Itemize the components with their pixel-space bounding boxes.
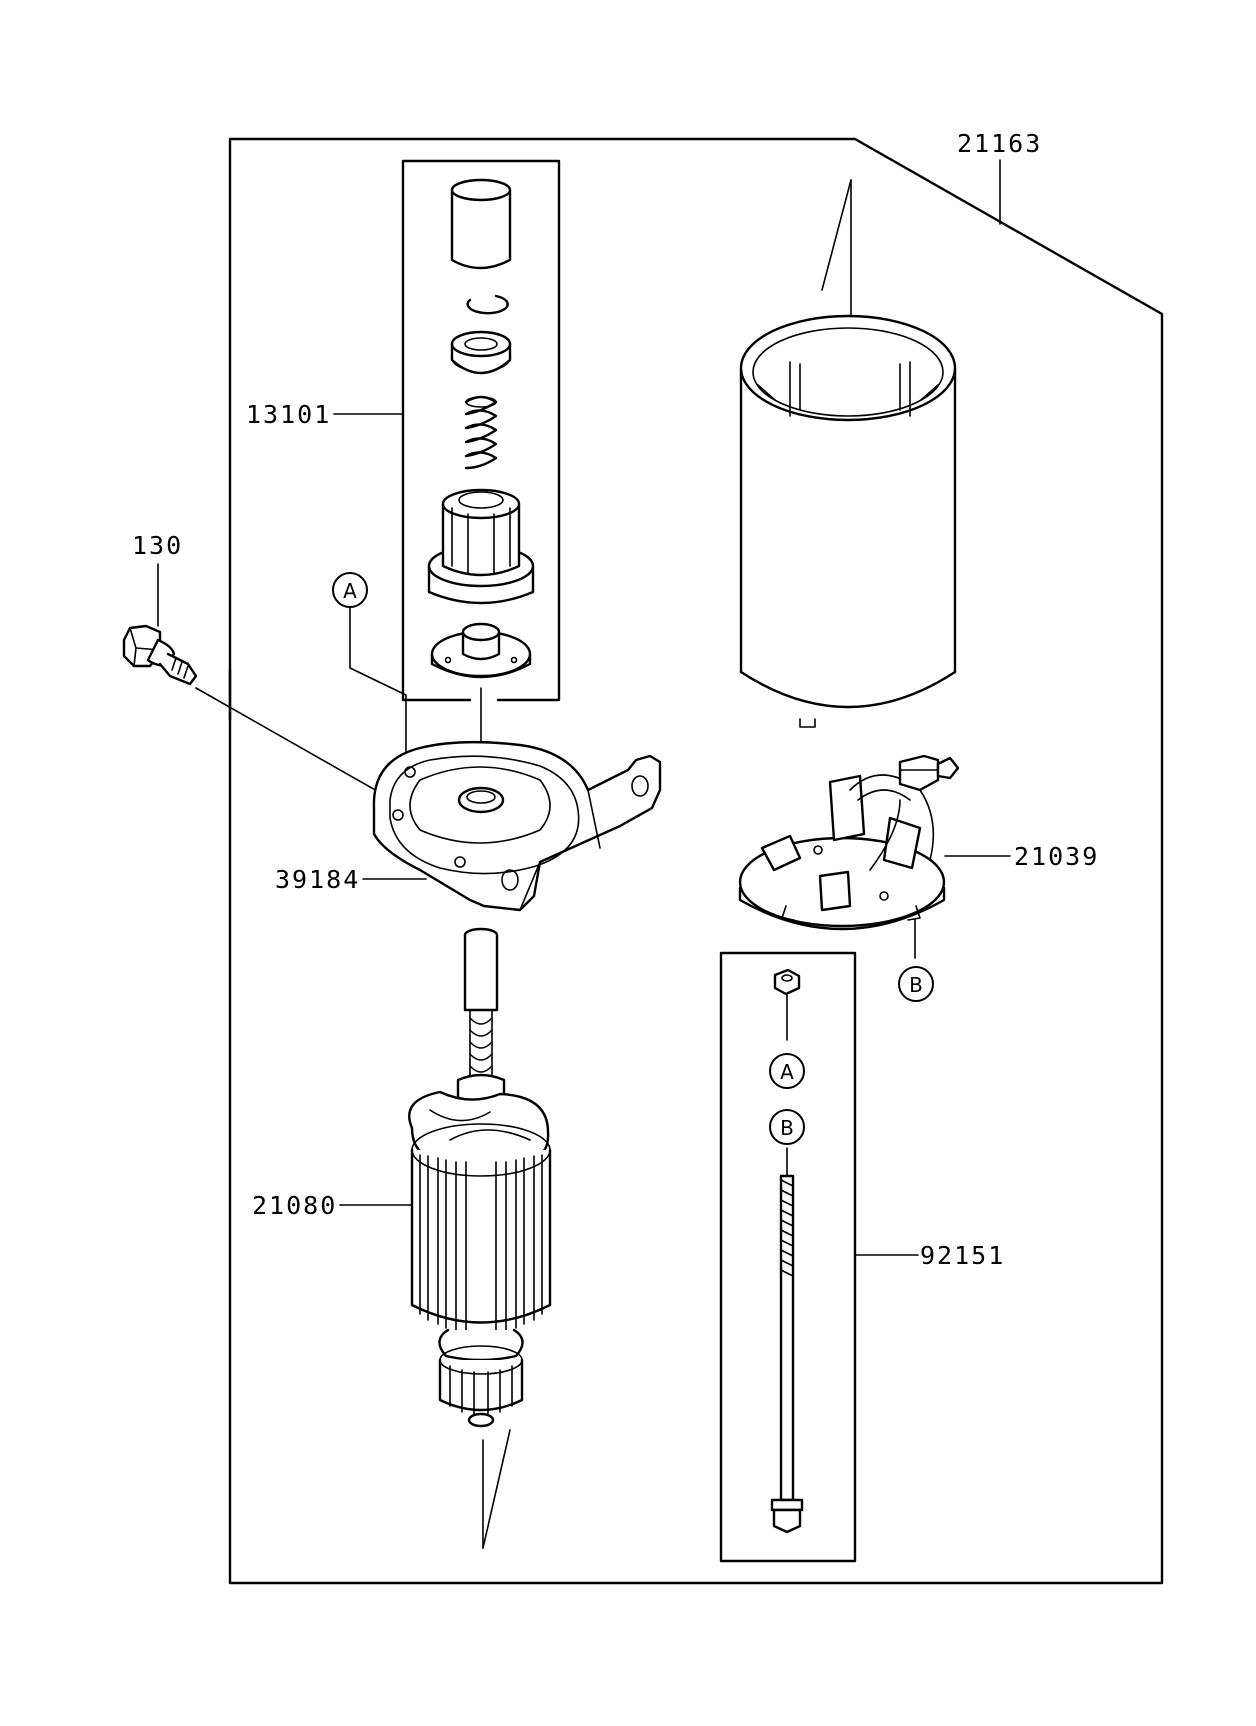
yoke-housing — [739, 179, 957, 728]
flange-bolt — [122, 624, 198, 686]
part-label-92151: 92151 — [920, 1241, 1005, 1270]
leader-lines — [157, 159, 1011, 1256]
part-label-130: 130 — [132, 531, 183, 560]
assembly-frame — [228, 137, 1164, 1585]
pinion-kit-box — [401, 159, 561, 702]
part-label-21039: 21039 — [1014, 842, 1099, 871]
armature — [408, 927, 552, 1428]
part-label-21080: 21080 — [252, 1191, 337, 1220]
reference-marker-a-nut: A — [769, 1053, 805, 1089]
brush-holder-plate — [738, 754, 960, 931]
pinion-kit-parts — [427, 178, 535, 679]
drive-end-bracket — [372, 740, 662, 912]
part-label-21163: 21163 — [957, 129, 1042, 158]
part-label-13101: 13101 — [246, 400, 331, 429]
svg-text:B: B — [909, 973, 923, 997]
svg-text:A: A — [780, 1060, 794, 1084]
nut-and-through-bolt — [770, 968, 804, 1534]
through-bolt-box — [719, 951, 857, 1563]
reference-marker-b-bolt: B — [769, 1109, 805, 1145]
reference-marker-b-brush: B — [898, 966, 934, 1002]
part-label-39184: 39184 — [275, 865, 360, 894]
reference-marker-a-top: A — [332, 572, 368, 608]
svg-text:A: A — [343, 579, 357, 603]
svg-text:B: B — [780, 1116, 794, 1140]
